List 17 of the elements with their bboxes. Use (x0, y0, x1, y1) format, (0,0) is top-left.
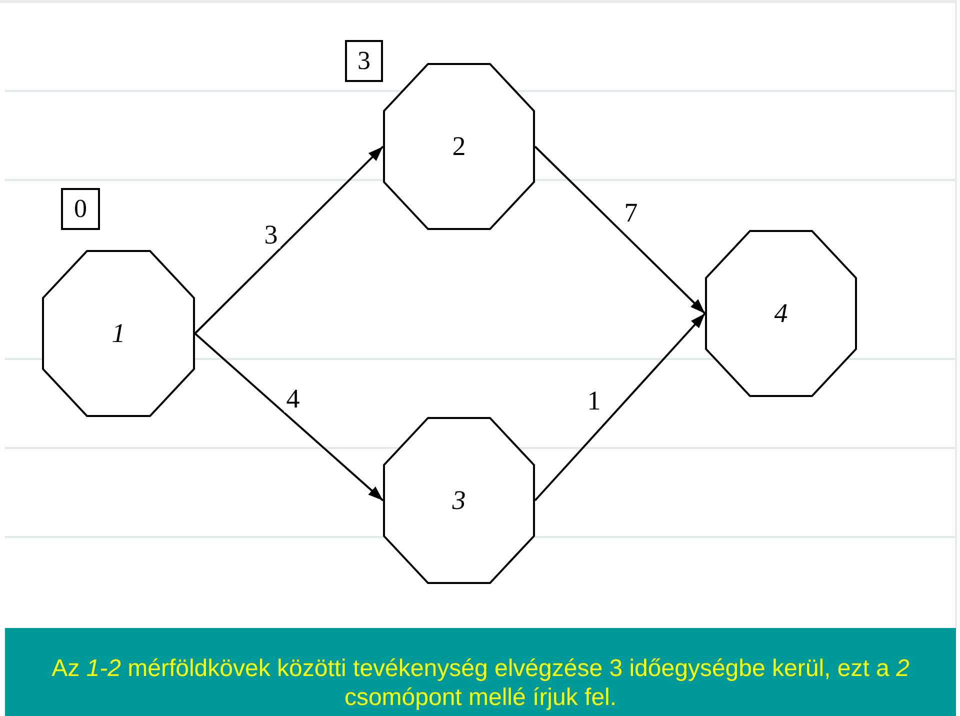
event-time: 3 (358, 48, 370, 74)
node-number: 2 (452, 133, 466, 160)
octagon-node (383, 417, 535, 584)
octagon-node (42, 250, 195, 417)
octagon-node (705, 230, 857, 397)
caption-text: Az 1-2 mérföldkövek közötti tevékenység elvégzése 3 időegységbe kerül, ezt a 2 csomópont mellé írjuk fel. (50, 654, 910, 713)
octagon-node (383, 63, 535, 230)
arrow (194, 146, 384, 334)
time-box (345, 40, 383, 82)
arrow (534, 312, 706, 502)
node-number: 1 (112, 320, 126, 347)
event-time: 0 (74, 196, 87, 222)
arrow (194, 332, 384, 502)
node-number: 3 (452, 487, 466, 514)
node-number: 4 (774, 300, 788, 327)
time-box (61, 188, 100, 230)
arrow (534, 146, 706, 314)
